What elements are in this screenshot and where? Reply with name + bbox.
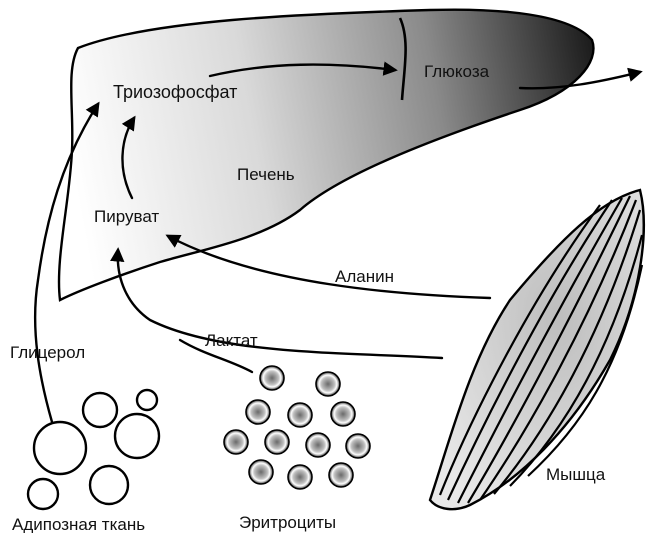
fat-cell (90, 466, 128, 504)
red-blood-cell (246, 400, 270, 424)
fat-cell (115, 414, 159, 458)
red-blood-cell (249, 460, 273, 484)
label-glycerol: Глицерол (10, 343, 85, 362)
fat-cell (83, 393, 117, 427)
label-glucose: Глюкоза (424, 62, 490, 81)
red-blood-cell (288, 465, 312, 489)
label-alanine: Аланин (335, 267, 394, 286)
red-blood-cell (224, 430, 248, 454)
label-pyruvate: Пируват (94, 207, 159, 226)
liver (59, 10, 593, 300)
label-lactate: Лактат (205, 331, 258, 350)
red-blood-cell (306, 433, 330, 457)
fat-cell (28, 479, 58, 509)
red-blood-cell (260, 366, 284, 390)
red-blood-cell (329, 463, 353, 487)
label-erythrocytes: Эритроциты (239, 513, 336, 532)
label-muscle: Мышца (546, 465, 606, 484)
red-blood-cell (265, 430, 289, 454)
label-liver: Печень (237, 165, 295, 184)
fat-cell (34, 422, 86, 474)
red-blood-cell (288, 403, 312, 427)
fat-cell (137, 390, 157, 410)
erythrocytes (224, 366, 370, 489)
red-blood-cell (316, 372, 340, 396)
muscle (430, 190, 644, 509)
red-blood-cell (346, 434, 370, 458)
label-adipose-tissue: Адипозная ткань (12, 515, 145, 533)
red-blood-cell (331, 402, 355, 426)
label-triose-phosphate: Триозофосфат (113, 82, 237, 102)
liver-shape (59, 10, 593, 300)
